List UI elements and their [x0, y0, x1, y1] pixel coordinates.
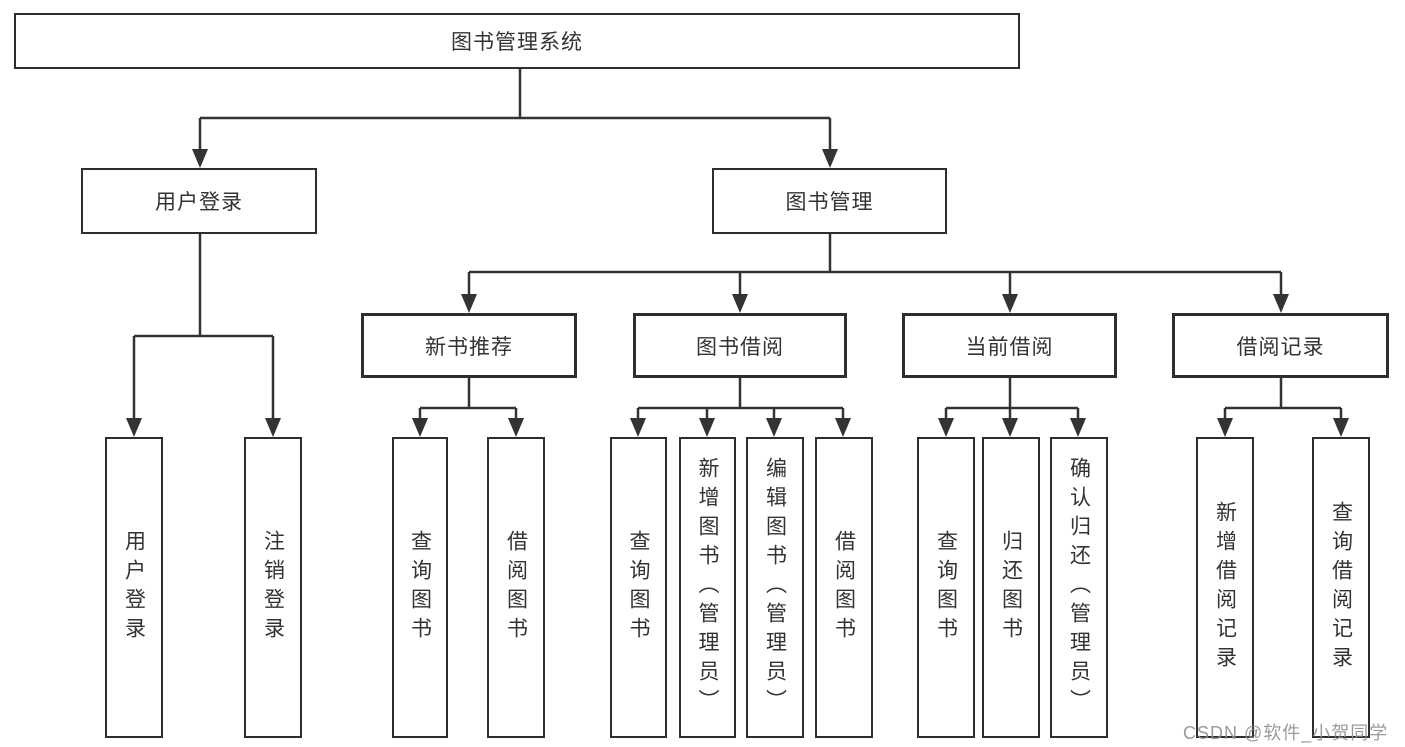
- leaf-label: 新增图书（管理员）: [696, 457, 719, 718]
- leaf-user-login: 用户登录: [105, 437, 163, 738]
- leaf-add-borrow-record: 新增借阅记录: [1196, 437, 1254, 738]
- leaf-recommend-borrow-books: 借阅图书: [487, 437, 545, 738]
- leaf-query-borrow-record: 查询借阅记录: [1312, 437, 1370, 738]
- node-label: 图书管理系统: [451, 31, 583, 54]
- leaf-label: 借阅图书: [504, 529, 528, 646]
- node-new-book-recommend: 新书推荐: [361, 313, 577, 378]
- leaf-label: 查询借阅记录: [1329, 500, 1353, 675]
- node-current-borrowing: 当前借阅: [902, 313, 1117, 378]
- leaf-recommend-query-books: 查询图书: [392, 437, 448, 738]
- leaf-add-book-admin: 新增图书（管理员）: [679, 437, 736, 738]
- leaf-label: 查询图书: [934, 529, 958, 646]
- node-label: 借阅记录: [1236, 335, 1325, 359]
- node-label: 图书管理: [785, 191, 874, 214]
- node-user-login: 用户登录: [81, 168, 317, 234]
- leaf-borrow-query-books: 查询图书: [610, 437, 667, 738]
- leaf-borrow-borrow-books: 借阅图书: [815, 437, 873, 738]
- node-borrowing-records: 借阅记录: [1172, 313, 1389, 378]
- leaf-confirm-return-admin: 确认归还（管理员）: [1050, 437, 1108, 738]
- node-label: 用户登录: [155, 191, 243, 214]
- leaf-return-book: 归还图书: [982, 437, 1040, 738]
- leaf-logout-login: 注销登录: [244, 437, 302, 738]
- node-library-management-system: 图书管理系统: [14, 13, 1020, 69]
- node-book-management: 图书管理: [712, 168, 947, 234]
- node-label: 新书推荐: [425, 335, 513, 359]
- node-label: 图书借阅: [696, 335, 784, 359]
- leaf-label: 借阅图书: [832, 529, 856, 646]
- leaf-edit-book-admin: 编辑图书（管理员）: [746, 437, 804, 738]
- node-book-borrowing: 图书借阅: [633, 313, 847, 378]
- leaf-label: 编辑图书（管理员）: [763, 457, 787, 718]
- csdn-watermark: CSDN @软件_小贺同学: [1183, 723, 1389, 743]
- leaf-label: 查询图书: [627, 529, 650, 646]
- leaf-label: 归还图书: [999, 529, 1023, 646]
- node-label: 当前借阅: [965, 335, 1054, 359]
- leaf-label: 查询图书: [408, 529, 432, 646]
- leaf-current-query-books: 查询图书: [917, 437, 975, 738]
- leaf-label: 用户登录: [122, 529, 146, 646]
- leaf-label: 注销登录: [261, 529, 285, 646]
- leaf-label: 确认归还（管理员）: [1067, 457, 1091, 718]
- leaf-label: 新增借阅记录: [1213, 500, 1237, 675]
